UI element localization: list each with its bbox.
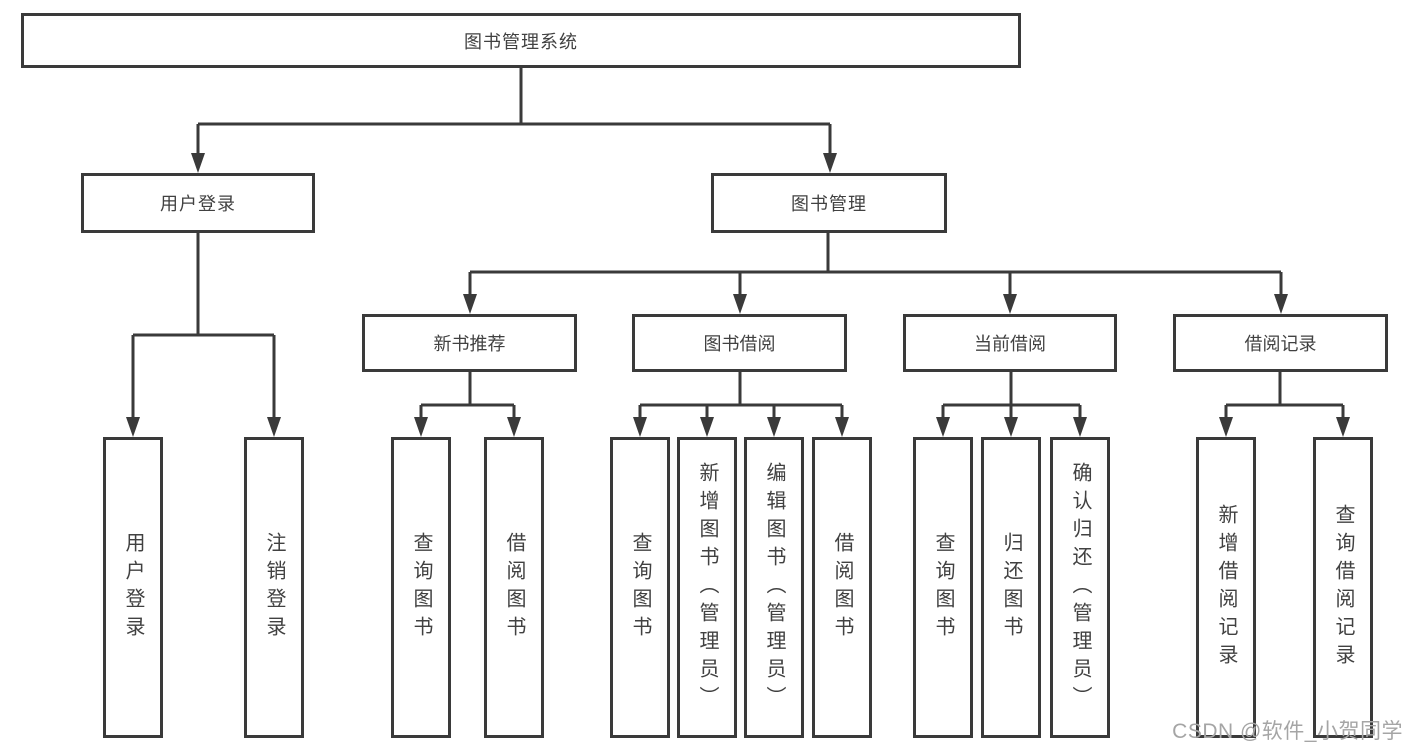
- leaf-add-book-admin: 新增图书（管理员）: [677, 437, 737, 738]
- node-borrow-record-label: 借阅记录: [1244, 334, 1317, 354]
- node-new-book-recommend-label: 新书推荐: [433, 334, 506, 354]
- leaf-return-book-label: 归还图书: [1000, 531, 1022, 644]
- csdn-watermark: CSDN @软件_小贺同学: [1172, 720, 1403, 743]
- leaf-query-book-borrow-label: 查询图书: [629, 531, 651, 644]
- leaf-query-book-current: 查询图书: [913, 437, 973, 738]
- node-book-borrow-label: 图书借阅: [703, 334, 776, 354]
- node-current-borrow: 当前借阅: [903, 314, 1117, 372]
- leaf-query-book-current-label: 查询图书: [932, 531, 954, 644]
- leaf-borrow-book-recommend-label: 借阅图书: [503, 531, 525, 644]
- node-root-system: 图书管理系统: [21, 13, 1021, 68]
- leaf-edit-book-admin-label: 编辑图书（管理员）: [763, 461, 785, 714]
- leaf-confirm-return-admin: 确认归还（管理员）: [1050, 437, 1110, 738]
- leaf-user-login-label: 用户登录: [122, 531, 144, 644]
- node-new-book-recommend: 新书推荐: [362, 314, 577, 372]
- leaf-add-borrow-record: 新增借阅记录: [1196, 437, 1256, 738]
- leaf-borrow-book: 借阅图书: [812, 437, 872, 738]
- leaf-confirm-return-admin-label: 确认归还（管理员）: [1069, 461, 1091, 714]
- leaf-user-login: 用户登录: [103, 437, 163, 738]
- leaf-edit-book-admin: 编辑图书（管理员）: [744, 437, 804, 738]
- leaf-return-book: 归还图书: [981, 437, 1041, 738]
- leaf-query-book-recommend: 查询图书: [391, 437, 451, 738]
- leaf-query-borrow-record-label: 查询借阅记录: [1332, 503, 1354, 672]
- node-root-label: 图书管理系统: [464, 31, 578, 52]
- leaf-query-book-borrow: 查询图书: [610, 437, 670, 738]
- leaf-borrow-book-label: 借阅图书: [831, 531, 853, 644]
- node-book-management-label: 图书管理: [791, 194, 867, 214]
- node-book-borrow: 图书借阅: [632, 314, 847, 372]
- leaf-add-borrow-record-label: 新增借阅记录: [1215, 503, 1237, 672]
- leaf-query-book-recommend-label: 查询图书: [410, 531, 432, 644]
- leaf-logout-label: 注销登录: [263, 531, 285, 644]
- node-borrow-record: 借阅记录: [1173, 314, 1388, 372]
- node-user-login-label: 用户登录: [160, 194, 236, 214]
- node-current-borrow-label: 当前借阅: [974, 334, 1046, 354]
- leaf-add-book-admin-label: 新增图书（管理员）: [696, 461, 718, 714]
- node-book-management: 图书管理: [711, 173, 947, 233]
- node-user-login: 用户登录: [81, 173, 315, 233]
- leaf-borrow-book-recommend: 借阅图书: [484, 437, 544, 738]
- leaf-query-borrow-record: 查询借阅记录: [1313, 437, 1373, 738]
- leaf-logout: 注销登录: [244, 437, 304, 738]
